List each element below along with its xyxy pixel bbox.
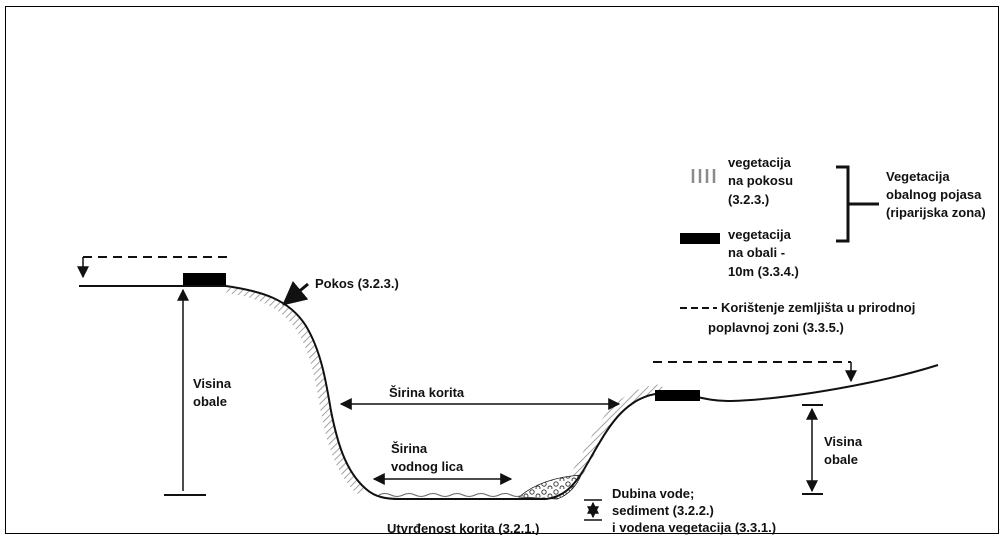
water-surface <box>378 493 524 497</box>
left-bank-vegetation-bar <box>183 273 226 285</box>
ground-profile-line <box>79 285 939 500</box>
legend-bank-vegetation-icon <box>680 233 720 244</box>
channel-width-label: Širina korita <box>389 385 465 400</box>
legend-bracket <box>836 165 879 243</box>
channel-stability-label: Utvrđenost korita (3.2.1.) <box>387 521 539 535</box>
right-bank-vegetation-bar <box>655 390 700 401</box>
pokos-pointer-arrow <box>282 280 309 306</box>
legend-slope-vegetation-icon <box>691 169 716 183</box>
water-depth-label: Dubina vode;sediment (3.2.2.)i vodena ve… <box>612 486 776 535</box>
left-slope-hatching <box>226 288 366 494</box>
pokos-label: Pokos (3.2.3.) <box>315 276 399 291</box>
